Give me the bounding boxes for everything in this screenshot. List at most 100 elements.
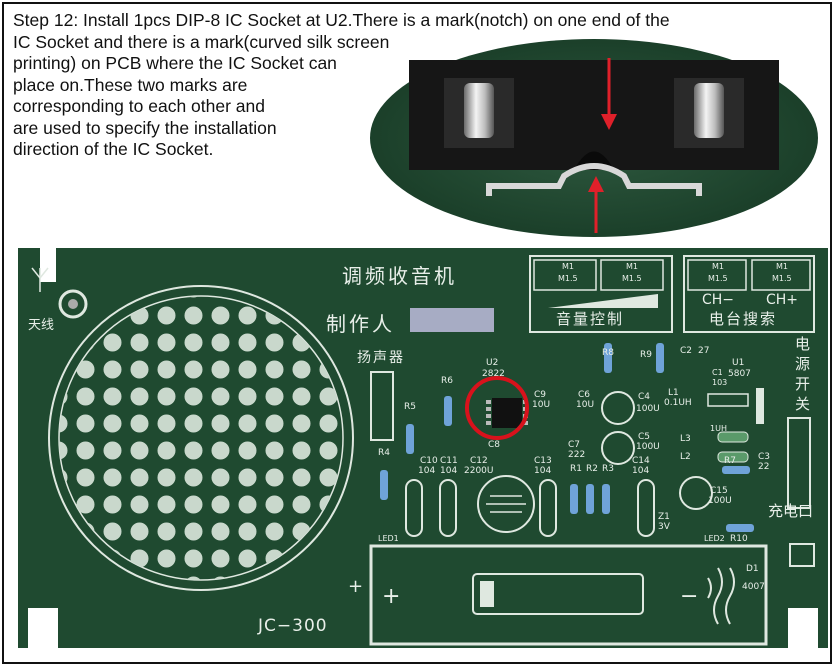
u2-ic-socket [492,398,522,428]
antenna-pad [58,289,88,319]
l1-label: L1 [668,388,679,398]
l1-value: 0.1UH [664,398,692,408]
volume-ramp-icon [548,294,658,308]
pcb-plus-outer: + [348,576,364,597]
arrow-up-icon [588,176,604,233]
inductors [717,431,749,463]
c12-value: 2200U [464,466,494,476]
c11-value: 104 [440,466,458,476]
c4-label: C4 [638,392,651,402]
pcb-speaker-label: 扬声器 [357,350,405,366]
pcb-model-label: JC−300 [258,616,328,636]
l3-label: L3 [680,434,691,444]
electrolytic-capacitors [477,391,713,533]
battery-holder-outline [369,544,768,646]
battery-terminal [480,581,494,607]
c13-value: 104 [534,466,552,476]
r7-label: R7 [724,456,736,466]
c7-value: 222 [568,450,586,460]
pcb-battery-minus: − [680,584,699,609]
r3-label: R3 [602,464,614,474]
r9-label: R9 [640,350,652,360]
instruction-line-3: printing) on PCB where the IC Socket can [13,53,337,73]
maker-name-box [410,308,494,332]
c14-label: C14 [632,456,650,466]
led2-label: LED2 [704,534,725,543]
st-m15-a: M1.5 [708,274,728,283]
vol-m15-a: M1.5 [558,274,578,283]
c3-label: C3 [758,452,771,462]
antenna-icon [31,267,49,292]
vol-m1-a: M1 [562,262,574,271]
led1-label: LED1 [378,534,399,543]
u2-highlight-circle [465,376,529,440]
u1-label: U1 [732,358,745,368]
c10-value: 104 [418,466,436,476]
socket-pin-right [694,83,724,138]
c9-value: 10U [532,400,551,410]
pcb-board-photo [18,248,828,648]
volume-control-box [529,255,673,333]
z1-value: 3V [658,522,670,532]
c11-label: C11 [440,456,458,466]
antenna-hole [68,299,78,309]
instruction-text: Step 12: Install 1pcs DIP-8 IC Socket at… [13,10,823,161]
instruction-line-1: Step 12: Install 1pcs DIP-8 IC Socket at… [13,10,670,30]
c6-label: C6 [578,390,591,400]
st-m15-b: M1.5 [772,274,792,283]
c1-label: C1 [712,368,723,377]
pcb-volume-label: 音量控制 [556,310,625,328]
pcb-ch-minus: CH− [702,292,735,308]
instruction-line-7: direction of the IC Socket. [13,139,214,159]
pcb-station-label: 电台搜索 [709,310,778,328]
battery-cell-outline [472,573,644,615]
c1-value: 103 [712,378,728,387]
c10-label: C10 [420,456,438,466]
instruction-line-2: IC Socket and there is a mark(curved sil… [13,31,390,52]
vol-m1-b: M1 [626,262,638,271]
speaker-holes [59,296,343,580]
power-switch-body [756,388,764,424]
vol-m15-b: M1.5 [622,274,642,283]
st-m1-b: M1 [776,262,788,271]
resistors [380,343,754,532]
instruction-line-5: corresponding to each other and [13,96,265,116]
c4-value: 100U [636,404,660,414]
r5-label: R5 [404,402,416,412]
u1-value: 5807 [728,369,751,379]
r4-label: R4 [378,448,390,458]
u2-label: U2 [486,358,499,368]
instruction-line-4: place on.These two marks are [13,74,248,95]
instruction-line-6: are used to specify the installation [13,117,277,138]
c3-value: 22 [758,462,770,472]
r6-label: R6 [441,376,453,386]
pcb-antenna-label: 天线 [28,318,55,333]
c2-label: C2 [680,346,693,356]
c6-value: 10U [576,400,595,410]
pcb-charge-label: 充电口 [768,502,814,520]
r10-label: R10 [730,534,748,544]
c8-label: C8 [488,440,501,450]
pcb-battery-plus: + [382,584,401,609]
u2-value: 2822 [482,369,505,379]
ceramic-capacitors [405,479,655,537]
r2-label: R2 [586,464,598,474]
c5-value: 100U [636,442,660,452]
c13-label: C13 [534,456,552,466]
r8-label: R8 [602,348,614,358]
c9-label: C9 [534,390,547,400]
speaker-connector [370,371,394,441]
pcb-title: 调频收音机 [342,264,457,288]
l2-label: L2 [680,452,691,462]
l3-value: 1UH [710,424,727,433]
c12-label: C12 [470,456,488,466]
z1-label: Z1 [658,512,670,522]
pcb-maker-label: 制作人 [326,312,395,336]
c15-label: C15 [710,486,728,496]
pcb-ch-plus: CH+ [766,292,799,308]
c5-label: C5 [638,432,651,442]
arrow-down-icon [601,58,617,130]
c15-value: 100U [708,496,732,506]
power-switch-outline [787,417,811,509]
